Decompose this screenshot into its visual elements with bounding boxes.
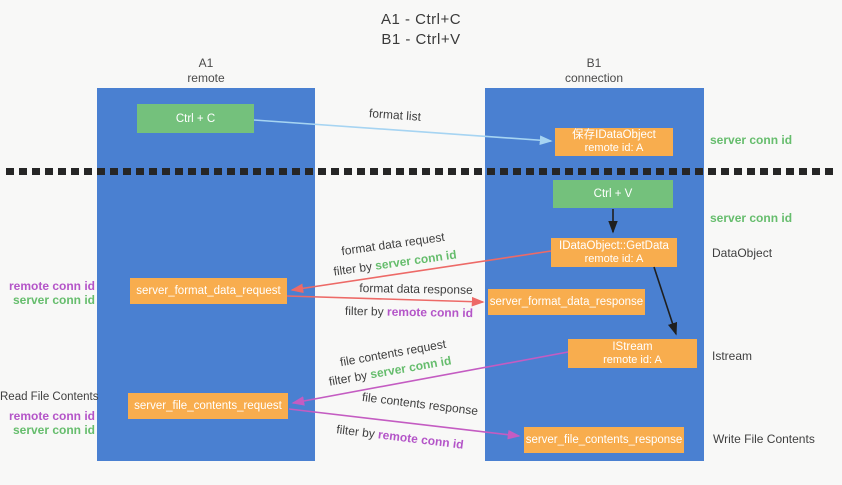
node-server-file-contents-request: server_file_contents_request xyxy=(128,393,288,419)
node-server-format-data-request: server_format_data_request xyxy=(130,278,287,304)
label-remote-conn-id-left-2: remote conn id xyxy=(8,409,95,423)
label-server-conn-id-right-top: server conn id xyxy=(710,133,793,147)
label-dataobject: DataObject xyxy=(712,246,773,260)
filter-by-text: filter by xyxy=(327,368,369,389)
node-server-format-data-response: server_format_data_response xyxy=(488,289,645,315)
remote-conn-id-text: remote conn id xyxy=(386,304,474,321)
left-column-header: A1 remote xyxy=(146,56,266,86)
label-format-data-response: format data response xyxy=(359,281,473,297)
diagram-title: A1 - Ctrl+C B1 - Ctrl+V xyxy=(0,10,842,50)
node-getdata-line1: IDataObject::GetData xyxy=(559,239,669,252)
label-server-conn-id-left-1: server conn id xyxy=(12,293,95,307)
node-save-idataobject-line1: 保存IDataObject xyxy=(572,129,656,141)
node-server-file-contents-response: server_file_contents_response xyxy=(524,427,684,453)
label-read-file-contents: Read File Contents xyxy=(0,391,99,403)
label-filter-by-remote-conn-id-1: filter by remote conn id xyxy=(329,304,489,321)
filter-by-text: filter by xyxy=(332,259,373,279)
right-column-header: B1 connection xyxy=(534,56,654,86)
label-server-conn-id-right-mid: server conn id xyxy=(710,211,793,225)
node-istream-line1: IStream xyxy=(612,340,653,353)
right-column-role: connection xyxy=(564,71,624,85)
node-idataobject-getdata: IDataObject::GetData remote id: A xyxy=(551,238,677,267)
node-ctrl-v: Ctrl + V xyxy=(553,180,673,208)
label-remote-conn-id-left-1: remote conn id xyxy=(8,279,95,293)
node-save-idataobject-line2: remote id: A xyxy=(584,142,644,154)
left-column-role: remote xyxy=(187,71,225,85)
node-istream: IStream remote id: A xyxy=(568,339,697,368)
label-istream-side: Istream xyxy=(712,349,753,363)
left-column-name: A1 xyxy=(198,56,214,70)
title-line-2: B1 - Ctrl+V xyxy=(381,31,461,48)
remote-conn-id-text: remote conn id xyxy=(377,427,465,452)
filter-by-text: filter by xyxy=(335,422,376,441)
arrow-format-data-response xyxy=(286,295,485,307)
title-line-1: A1 - Ctrl+C xyxy=(380,11,462,28)
machine-separator-dashed-line xyxy=(6,168,836,175)
node-getdata-line2: remote id: A xyxy=(584,252,644,265)
node-istream-line2: remote id: A xyxy=(603,353,662,366)
right-column-name: B1 xyxy=(586,56,602,70)
filter-by-text: filter by xyxy=(344,303,384,319)
label-write-file-contents: Write File Contents xyxy=(713,432,815,446)
node-save-idataobject: 保存IDataObject remote id: A xyxy=(555,128,673,156)
label-filter-by-remote-conn-id-2: filter by remote conn id xyxy=(320,420,481,453)
label-format-list: format list xyxy=(368,106,422,124)
label-file-contents-response: file contents response xyxy=(361,389,479,419)
node-ctrl-c: Ctrl + C xyxy=(137,104,254,133)
label-server-conn-id-left-2: server conn id xyxy=(12,423,95,437)
